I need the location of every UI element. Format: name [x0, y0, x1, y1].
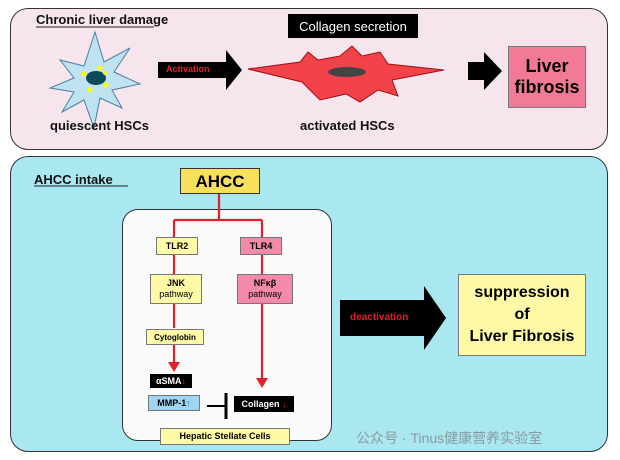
cytoglobin-box: Cytoglobin	[146, 329, 204, 345]
activation-arrow	[158, 50, 242, 90]
chronic-damage-title: Chronic liver damage	[36, 12, 169, 27]
collagen-secretion-label: Collagen secretion	[288, 14, 418, 38]
quiescent-label: quiescent HSCs	[50, 118, 149, 133]
deactivation-arrow	[340, 286, 446, 350]
mmp1-box: MMP-1↑	[148, 395, 200, 411]
ahcc-intake-title: AHCC intake	[34, 172, 113, 187]
watermark: 公众号 · Tinus健康营养实验室	[356, 430, 543, 446]
tlr2-box: TLR2	[156, 237, 198, 255]
hepatic-stellate-cells-label: Hepatic Stellate Cells	[160, 428, 290, 445]
tlr4-box: TLR4	[240, 237, 282, 255]
deactivation-label: deactivation	[350, 312, 409, 323]
activation-label: Activation	[166, 64, 210, 74]
collagen-box: Collagen ↓	[234, 396, 294, 412]
fibrosis-arrow	[468, 52, 502, 90]
nucleus	[86, 71, 106, 85]
activated-label: activated HSCs	[300, 118, 395, 133]
ahcc-box: AHCC	[180, 168, 260, 194]
asma-box: αSMA↓	[150, 374, 192, 388]
